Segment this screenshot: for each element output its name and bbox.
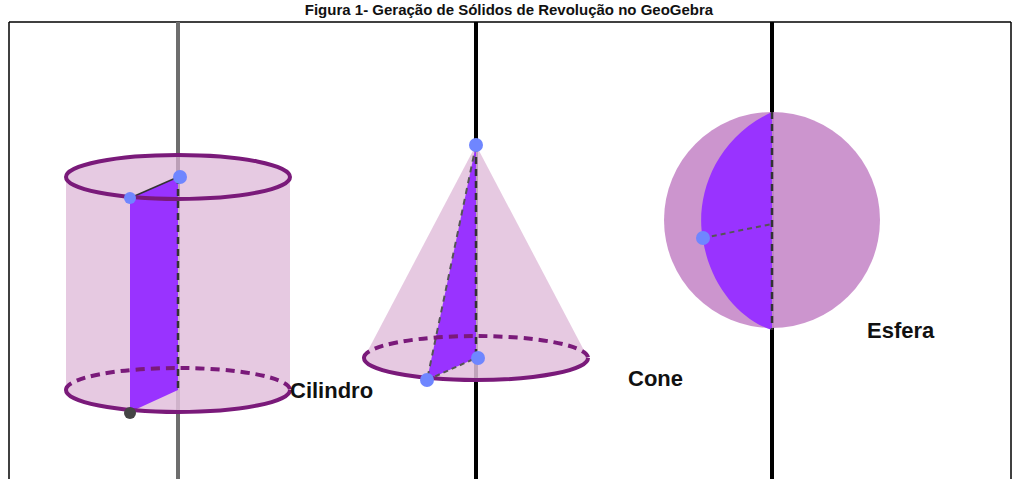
frame bbox=[9, 22, 1011, 479]
solid-name: Esfera bbox=[867, 320, 934, 342]
generating-semicircle bbox=[701, 112, 772, 330]
generating-triangle bbox=[427, 145, 476, 380]
figure-title: Figura 1- Geração de Sólidos de Revoluçã… bbox=[305, 2, 713, 17]
generating-rectangle bbox=[130, 177, 178, 412]
sphere bbox=[664, 22, 880, 479]
cylinder bbox=[66, 22, 290, 479]
solid-name: Cone bbox=[628, 368, 683, 390]
cone bbox=[364, 22, 588, 479]
solid-name: Cilindro bbox=[290, 380, 373, 402]
